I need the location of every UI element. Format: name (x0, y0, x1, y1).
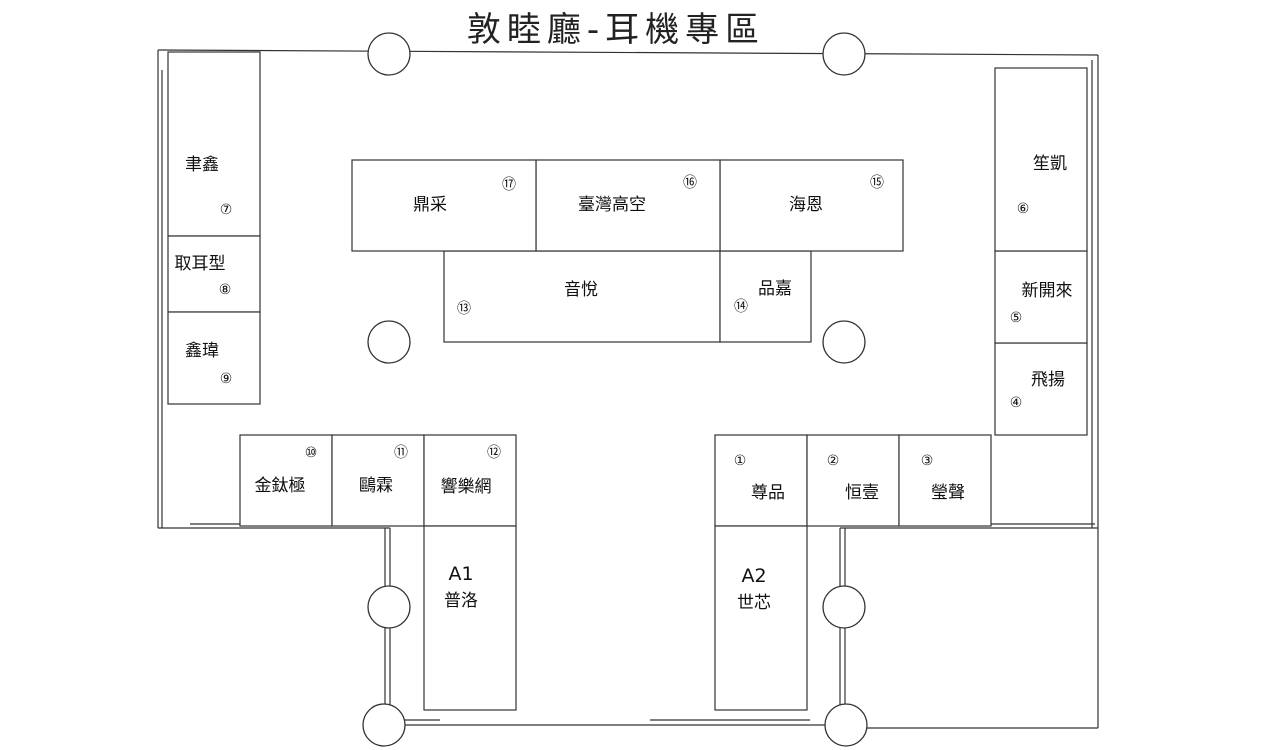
booth-name: 品嘉 (758, 279, 792, 299)
pillars (362, 32, 868, 747)
booth-rect (806, 434, 900, 527)
booth-b7: 聿鑫 ⑦ (167, 51, 261, 237)
booth-rect (898, 434, 992, 527)
booth-name: 新開來 (1022, 281, 1073, 301)
booth-number: ⑥ (1017, 201, 1030, 217)
booth-name: 鷗霖 (359, 476, 393, 496)
booth-number: ⑩ (305, 445, 318, 461)
booth-name: 瑩聲 (931, 483, 965, 503)
booth-b10: 金鈦極 ⑩ (239, 434, 333, 527)
booth-rect (535, 159, 721, 252)
booth-number: ⑯ (683, 175, 697, 191)
booth-number: ⑮ (870, 175, 884, 191)
pillar (824, 703, 868, 747)
booth-name: 鑫瑋 (185, 341, 219, 361)
booth-b5: 新開來 ⑤ (994, 250, 1088, 344)
hall-walls (157, 49, 1099, 729)
booth-b6: 笙凱 ⑥ (994, 67, 1088, 252)
stall-code: A1 (448, 563, 473, 585)
booth-number: ⑧ (219, 282, 232, 298)
page-title: 敦睦廳-耳機專區 (466, 10, 766, 50)
pillar (822, 32, 866, 76)
booth-name: 笙凱 (1033, 154, 1067, 174)
booth-number: ⑫ (487, 445, 501, 461)
booth-name: 音悅 (564, 280, 598, 300)
stall-rect (714, 525, 808, 711)
pillar (367, 32, 411, 76)
stall-name: 世芯 (737, 593, 771, 613)
booth-rect (714, 434, 808, 527)
booth-number: ⑤ (1010, 310, 1023, 326)
stall-name: 普洛 (444, 591, 478, 611)
booth-name: 恒壹 (845, 483, 879, 503)
booth-b17: 鼎采 ⑰ (351, 159, 537, 252)
booth-b8: 取耳型 ⑧ (167, 235, 261, 313)
booth-number: ① (734, 453, 747, 469)
stall-a1: A1 普洛 (423, 525, 517, 711)
booth-b15: 海恩 ⑮ (719, 159, 904, 252)
booth-number: ⑪ (394, 445, 408, 461)
booth-b3: 瑩聲 ③ (898, 434, 992, 527)
booth-b2: 恒壹 ② (806, 434, 900, 527)
booth-name: 臺灣高空 (578, 195, 646, 215)
booth-name: 金鈦極 (255, 476, 306, 496)
booth-number: ② (827, 453, 840, 469)
pillar (362, 703, 406, 747)
stall-rect (423, 525, 517, 711)
booth-number: ⑰ (502, 177, 516, 193)
booth-number: ⑦ (220, 202, 233, 218)
booth-number: ⑭ (734, 299, 748, 315)
booth-rect (423, 434, 517, 527)
booth-rect (719, 250, 812, 343)
booth-rect (167, 235, 261, 313)
pillar (367, 320, 411, 364)
stall-code: A2 (741, 565, 766, 587)
booth-rect (167, 51, 261, 237)
booth-number: ⑬ (457, 301, 471, 317)
booth-name: 鼎采 (413, 195, 447, 215)
booth-name: 海恩 (789, 195, 823, 215)
booth-rect (351, 159, 537, 252)
booth-rect (719, 159, 904, 252)
booth-name: 取耳型 (175, 254, 226, 274)
booth-b1: 尊品① (714, 434, 808, 527)
booth-name: 響樂網 (441, 477, 492, 497)
booth-b16: 臺灣高空 ⑯ (535, 159, 721, 252)
booth-rect (167, 311, 261, 405)
stall-a2: A2 世芯 (714, 525, 808, 711)
booth-rect (994, 250, 1088, 344)
booth-rect (331, 434, 425, 527)
booth-number: ⑨ (220, 371, 233, 387)
booth-b13: 音悅 ⑬ (443, 250, 721, 343)
pillar (367, 585, 411, 629)
booth-name: 尊品 (751, 483, 785, 503)
booth-b4: 飛揚 ④ (994, 342, 1088, 436)
pillar (822, 585, 866, 629)
booth-number: ④ (1010, 395, 1023, 411)
booth-number: ③ (921, 453, 934, 469)
booth-b14: 品嘉 ⑭ (719, 250, 812, 343)
booth-rect (994, 67, 1088, 252)
booth-name: 聿鑫 (185, 155, 219, 175)
booth-name: 飛揚 (1031, 370, 1065, 390)
booth-b9: 鑫瑋⑨ (167, 311, 261, 405)
pillar (822, 320, 866, 364)
booth-rect (994, 342, 1088, 436)
booth-rect (443, 250, 721, 343)
booth-b12: 響樂網 ⑫ (423, 434, 517, 527)
